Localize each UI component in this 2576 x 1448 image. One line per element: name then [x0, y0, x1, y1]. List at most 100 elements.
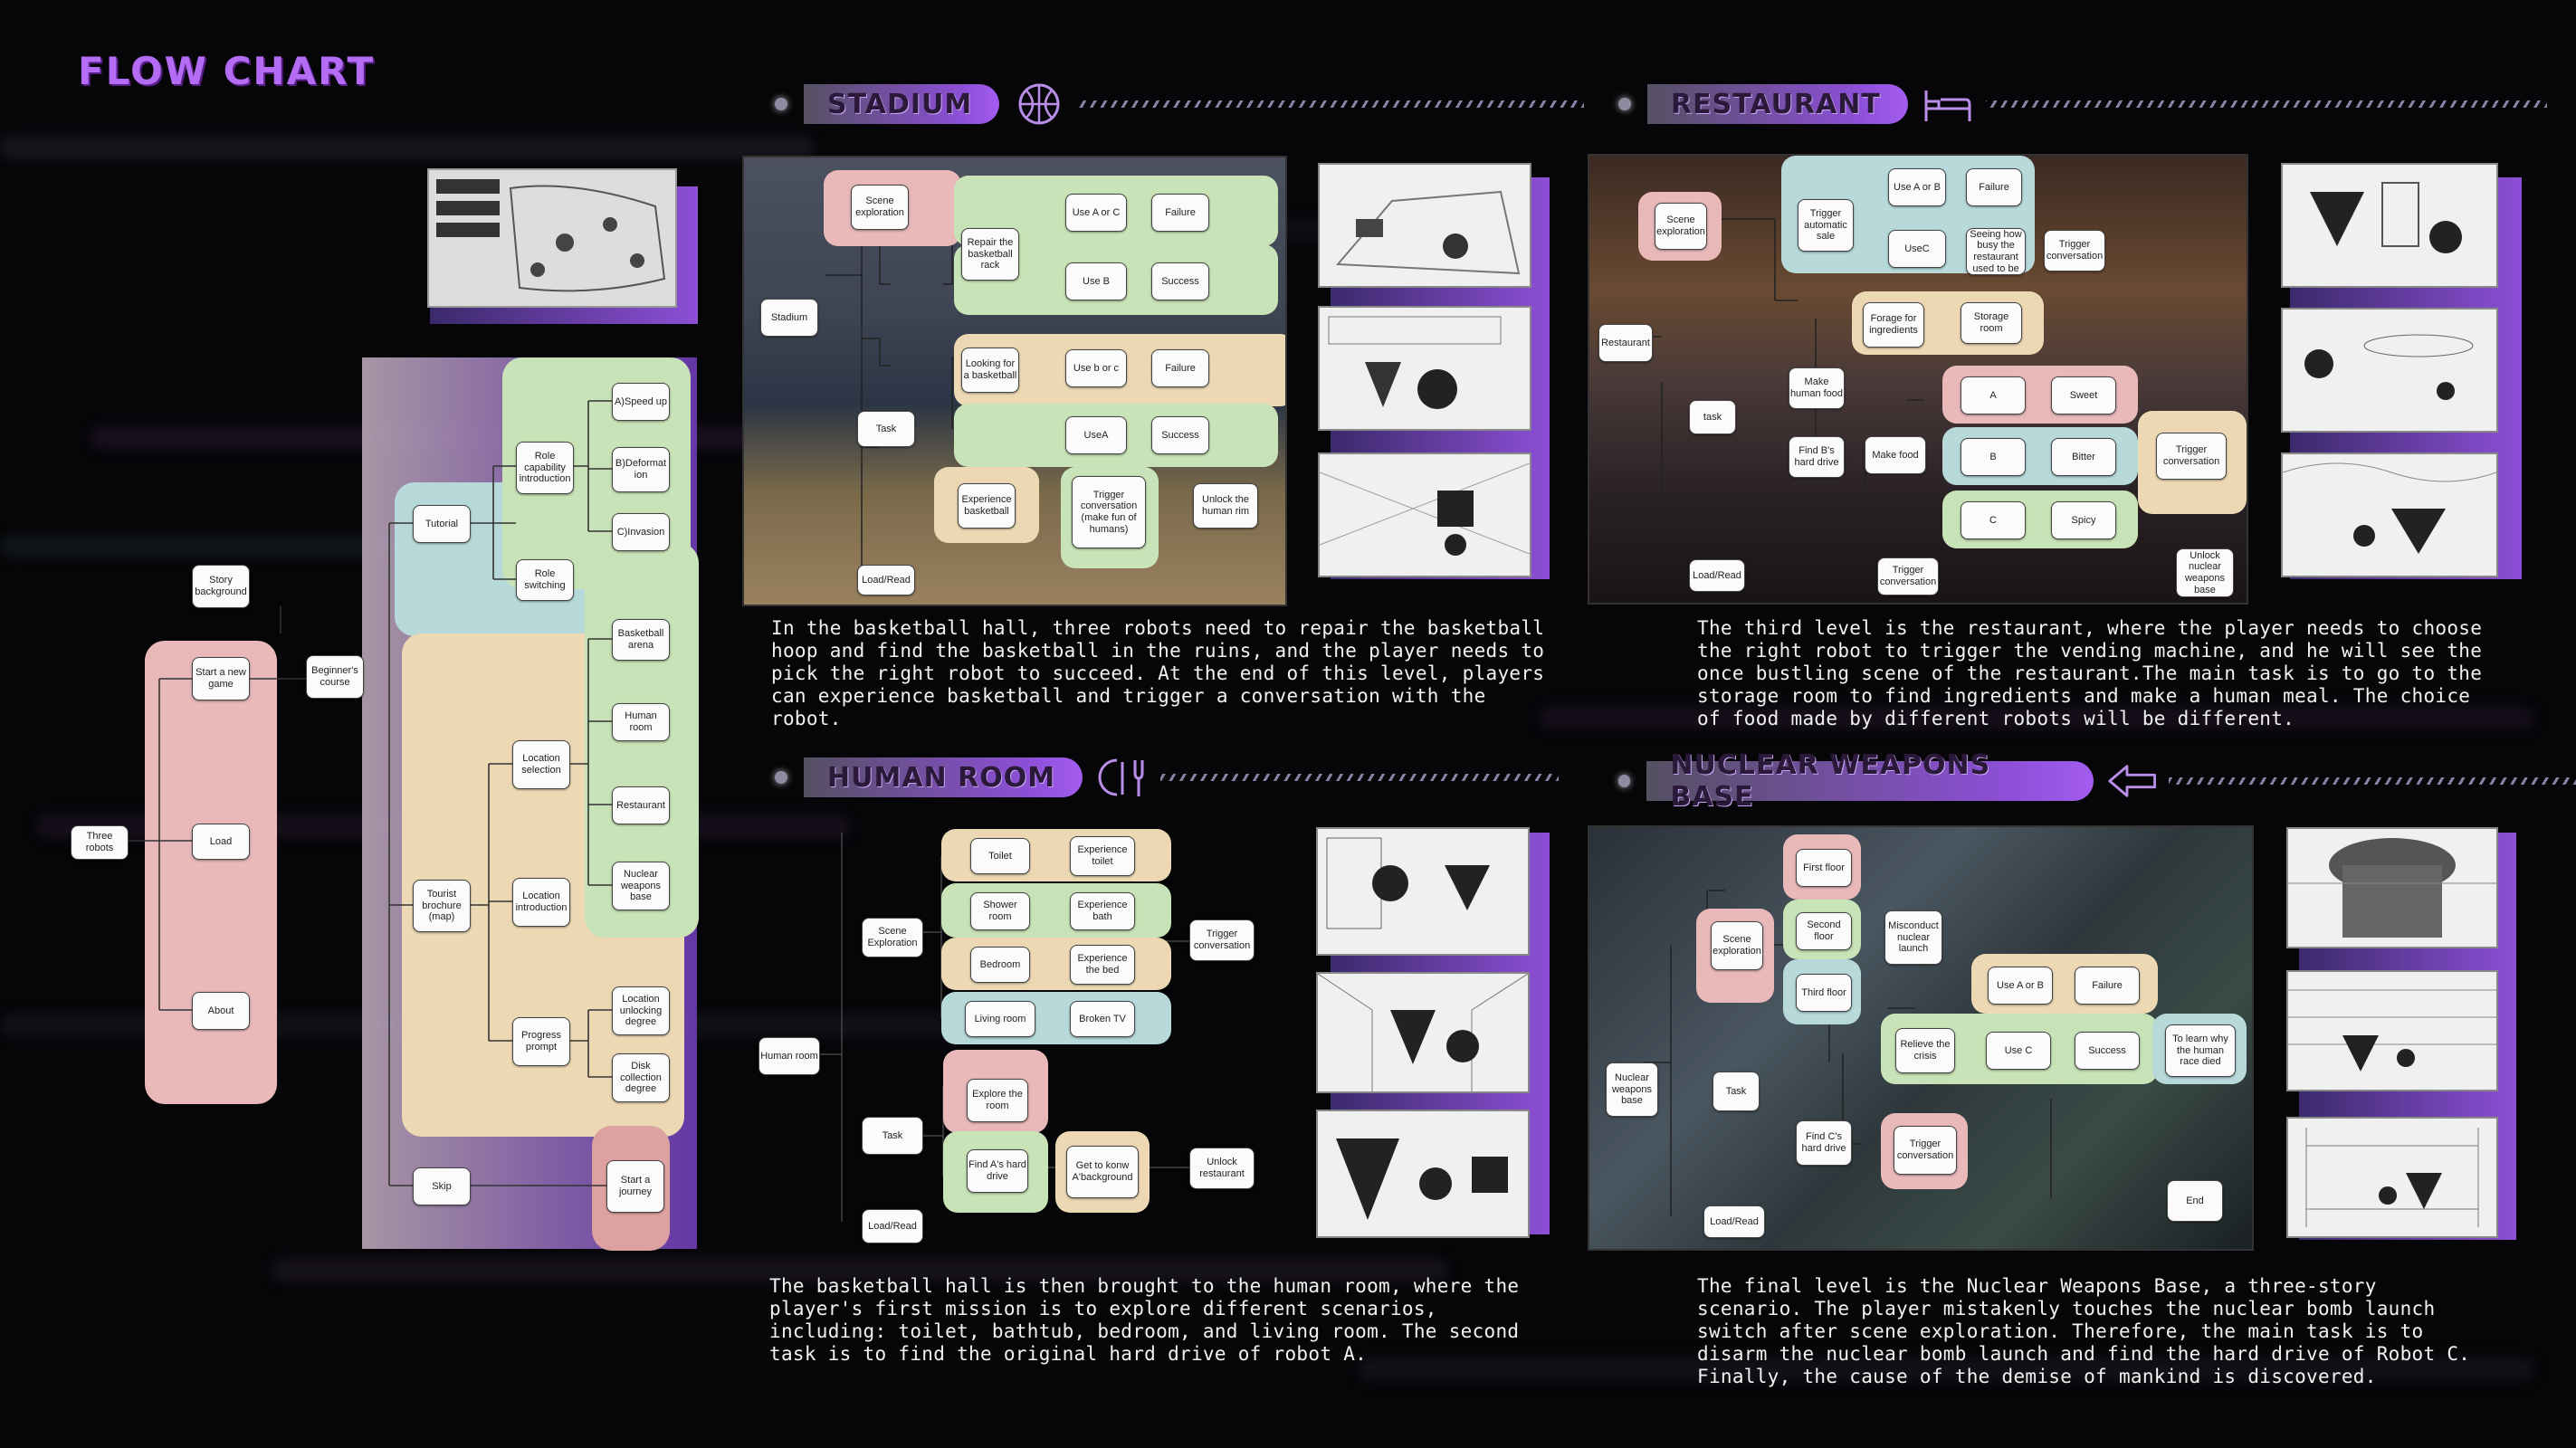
restaurant-panel: Scene exploration Restaurant task Load/R… — [1588, 154, 2248, 605]
stadium-node-success2: Success — [1151, 416, 1209, 454]
node-c-invasion: C)Invasion — [612, 513, 670, 551]
stadium-sketch-1 — [1318, 163, 1531, 288]
node-start-journey: Start a journey — [606, 1160, 664, 1213]
human-room-node-task: Task — [862, 1117, 923, 1155]
human-room-node-unlock: Unlock restaurant — [1189, 1148, 1255, 1189]
stadium-node-scene: Scene exploration — [851, 185, 909, 230]
restaurant-header: RESTAURANT — [1618, 83, 2547, 125]
restaurant-node-use-c: UseC — [1888, 230, 1946, 268]
nuclear-sketch-3 — [2286, 1117, 2498, 1238]
stadium-node-experience: Experience basketball — [958, 483, 1016, 529]
node-about: About — [192, 992, 250, 1030]
stadium-node-repair: Repair the basketball rack — [961, 228, 1019, 281]
nuclear-node-misconduct: Misconduct nuclear launch — [1884, 910, 1942, 965]
restaurant-sketch-3 — [2281, 452, 2498, 577]
human-room-node-toilet: Toilet — [970, 838, 1030, 874]
restaurant-node-bitter: Bitter — [2051, 438, 2116, 476]
stadium-node-failure2: Failure — [1151, 349, 1209, 387]
node-nuclear-base: Nuclear weapons base — [612, 862, 670, 910]
human-room-sketch-3 — [1316, 1110, 1530, 1238]
nuclear-node-task: Task — [1713, 1072, 1760, 1111]
restaurant-node-forage: Forage for ingredients — [1863, 302, 1924, 348]
restaurant-node-spicy: Spicy — [2051, 501, 2116, 539]
menu-group — [145, 641, 277, 1104]
nuclear-node-second: Second floor — [1796, 912, 1852, 950]
map-sketch — [436, 179, 666, 292]
nuclear-sketch-2 — [2286, 970, 2498, 1091]
stadium-node-success1: Success — [1151, 262, 1209, 300]
node-location-selection: Location selection — [512, 740, 570, 789]
restaurant-title: RESTAURANT — [1647, 84, 1908, 124]
human-room-node-explore: Explore the room — [967, 1079, 1028, 1122]
stadium-node-looking: Looking for a basketball — [961, 348, 1019, 393]
restaurant-node-b: B — [1961, 438, 2026, 476]
nuclear-node-scene: Scene exploration — [1711, 921, 1763, 970]
human-room-node-find-a: Find A's hard drive — [967, 1149, 1028, 1193]
nuclear-node-relieve: Relieve the crisis — [1895, 1028, 1955, 1073]
node-role-switching: Role switching — [516, 559, 574, 601]
nuclear-node-trigger: Trigger conversation — [1894, 1126, 1957, 1175]
node-basketball-arena: Basketball arena — [612, 619, 670, 661]
node-progress-prompt: Progress prompt — [512, 1017, 570, 1066]
section-bullet — [775, 771, 787, 784]
human-room-header: HUMAN ROOM — [775, 757, 1560, 798]
restaurant-node-make-food: Make food — [1865, 436, 1926, 474]
nuclear-node-end: End — [2167, 1180, 2223, 1222]
node-start-new-game: Start a new game — [192, 657, 250, 700]
node-b-deformation: B)Deformat ion — [612, 447, 670, 492]
nuclear-node-learn: To learn why the human race died — [2165, 1024, 2236, 1077]
restaurant-node-storage: Storage room — [1961, 302, 2022, 344]
nuclear-node-first: First floor — [1796, 849, 1852, 887]
human-room-title: HUMAN ROOM — [804, 757, 1083, 797]
nuclear-node-use-ab: Use A or B — [1988, 967, 2053, 1005]
section-bullet — [1618, 775, 1631, 787]
node-location-introduction: Location introduction — [512, 878, 570, 927]
stadium-sketch-2 — [1318, 306, 1531, 431]
stadium-header: STADIUM — [775, 83, 1585, 125]
human-room-node-exp-bath: Experience bath — [1070, 892, 1135, 930]
stadium-node-use-ac: Use A or C — [1065, 194, 1127, 232]
restaurant-node-load: Load/Read — [1689, 559, 1745, 592]
stadium-title: STADIUM — [804, 84, 1000, 124]
restaurant-node-a: A — [1961, 376, 2026, 414]
restaurant-node-task: task — [1689, 400, 1736, 434]
restaurant-node-trigger-conv1: Trigger conversation — [2044, 230, 2105, 272]
node-load: Load — [192, 824, 250, 860]
node-three-robots: Three robots — [71, 825, 129, 860]
nuclear-panel: Scene exploration First floor Second flo… — [1588, 825, 2254, 1251]
restaurant-node-restaurant: Restaurant — [1598, 324, 1653, 362]
stadium-node-use-b: Use B — [1065, 262, 1127, 300]
header-dash — [1077, 100, 1585, 108]
nuclear-node-base: Nuclear weapons base — [1606, 1062, 1658, 1117]
node-restaurant: Restaurant — [612, 786, 670, 824]
human-room-node-load: Load/Read — [862, 1209, 923, 1243]
node-story-background: Story background — [192, 565, 250, 608]
arrow-icon — [2108, 765, 2157, 797]
restaurant-node-sweet: Sweet — [2051, 376, 2116, 414]
node-beginners-course: Beginner's course — [306, 655, 364, 699]
node-location-unlocking: Location unlocking degree — [612, 986, 670, 1035]
restaurant-node-c: C — [1961, 501, 2026, 539]
human-room-node-room: Human room — [758, 1037, 820, 1075]
human-room-description: The basketball hall is then brought to t… — [769, 1275, 1520, 1365]
stadium-panel: Scene exploration Stadium Task Load/Read… — [742, 156, 1287, 606]
human-room-node-bedroom: Bedroom — [970, 947, 1030, 983]
node-a-speed-up: A)Speed up — [612, 383, 670, 421]
restaurant-node-use-ab: Use A or B — [1888, 168, 1946, 206]
stadium-node-unlock: Unlock the human rim — [1193, 483, 1258, 529]
restaurant-node-trigger-sale: Trigger automatic sale — [1798, 199, 1854, 252]
restaurant-sketch-1 — [2281, 163, 2498, 288]
human-room-sketch-2 — [1316, 972, 1530, 1093]
human-room-sketch-1 — [1316, 827, 1530, 956]
stadium-node-stadium: Stadium — [760, 299, 818, 337]
stadium-node-trigger: Trigger conversation (make fun of humans… — [1072, 476, 1146, 548]
node-disk-collection: Disk collection degree — [612, 1053, 670, 1102]
human-room-node-exp-bed: Experience the bed — [1070, 945, 1135, 985]
page-title: FLOW CHART — [78, 49, 376, 93]
stadium-node-load: Load/Read — [857, 565, 915, 595]
restaurant-node-failure: Failure — [1966, 168, 2022, 206]
human-room-node-shower: Shower room — [970, 892, 1030, 930]
stadium-node-use-a: UseA — [1065, 416, 1127, 454]
restaurant-node-trigger-conv2: Trigger conversation — [2156, 433, 2227, 480]
human-room-node-trigger: Trigger conversation — [1189, 919, 1255, 961]
